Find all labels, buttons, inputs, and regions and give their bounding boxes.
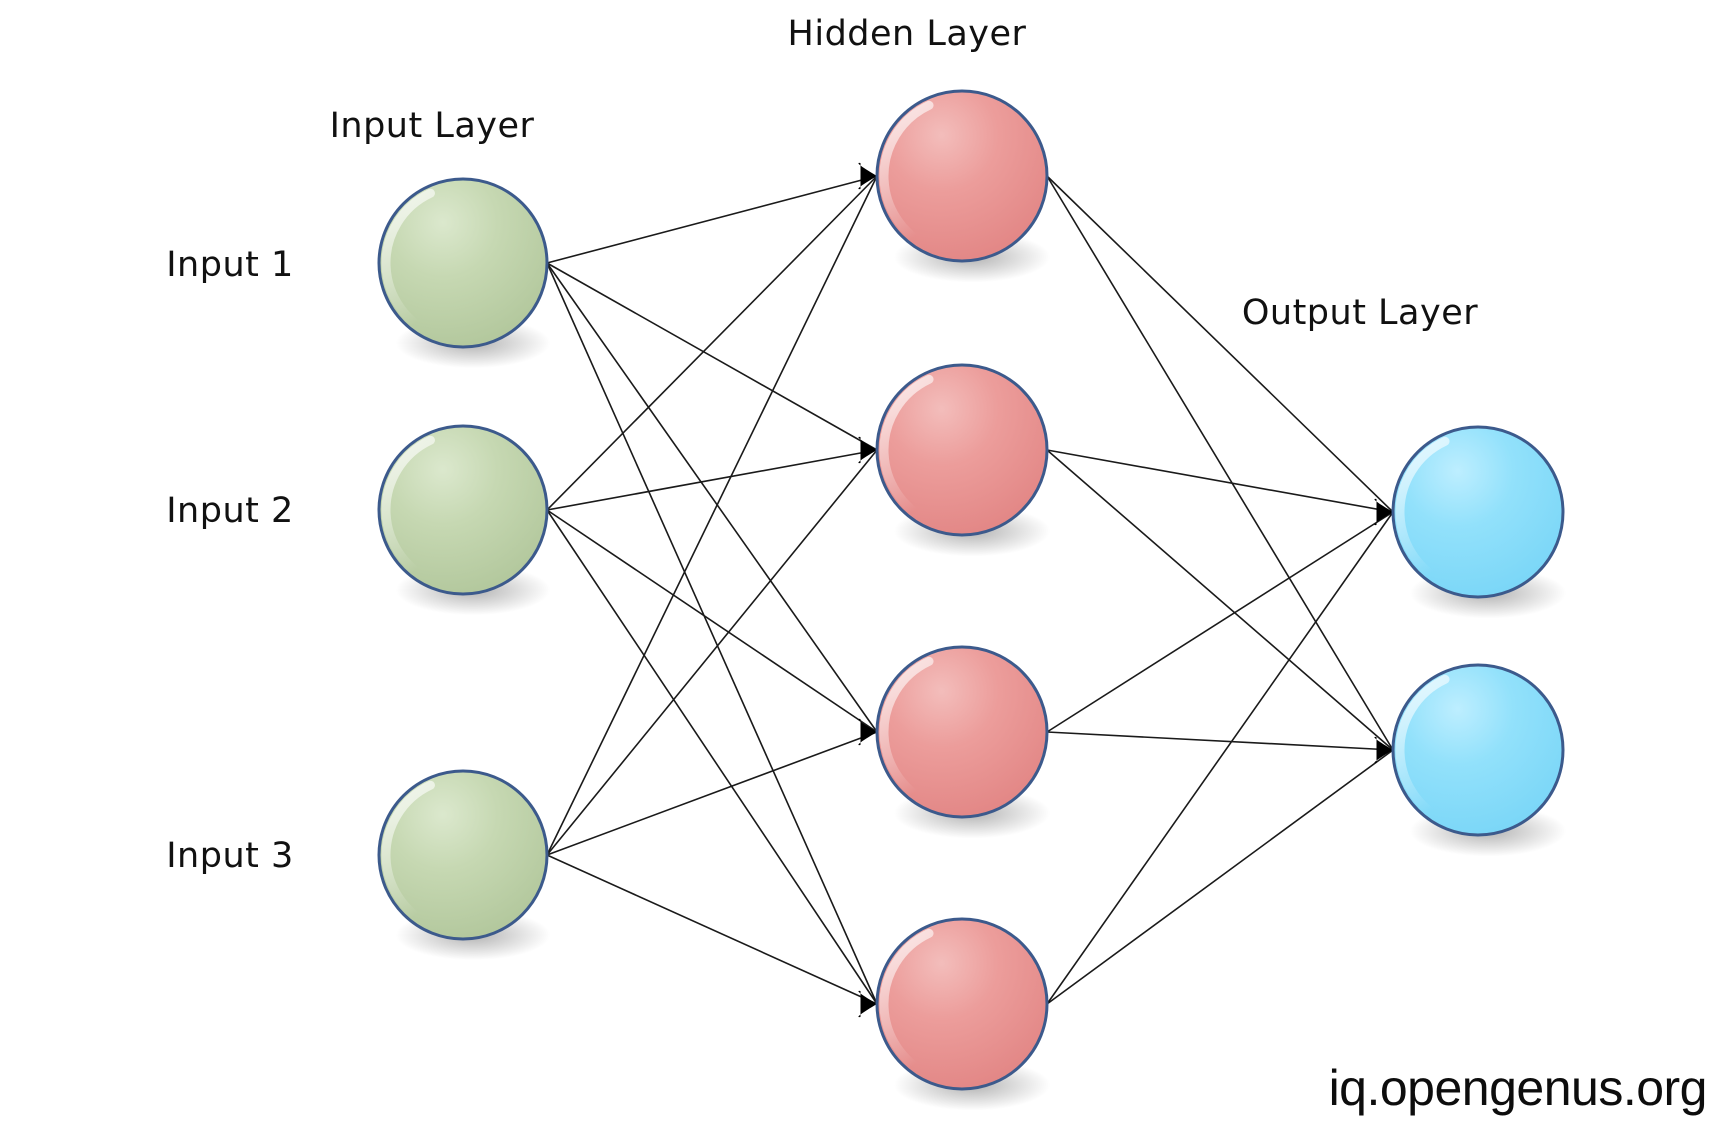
arrowhead-icon bbox=[1374, 736, 1393, 764]
node-h4[interactable] bbox=[875, 917, 1051, 1111]
connection-edge bbox=[546, 509, 878, 733]
node-highlight bbox=[381, 780, 442, 932]
input-label-2: Input 2 bbox=[166, 491, 294, 531]
node-circle[interactable] bbox=[377, 177, 549, 349]
edges-group bbox=[546, 175, 1394, 1005]
node-circle[interactable] bbox=[1391, 425, 1565, 599]
node-highlight bbox=[879, 100, 940, 254]
connection-edge bbox=[1046, 749, 1394, 1005]
node-h2[interactable] bbox=[875, 363, 1051, 557]
node-circle[interactable] bbox=[377, 424, 549, 596]
arrowhead-icon bbox=[858, 162, 877, 190]
connection-edge bbox=[1046, 449, 1394, 751]
connection-edge bbox=[1046, 449, 1394, 513]
arrowheads-group bbox=[858, 162, 1393, 1018]
node-highlight bbox=[381, 435, 442, 587]
watermark: iq.opengenus.org bbox=[1328, 1060, 1708, 1116]
nodes-group bbox=[377, 89, 1567, 1111]
connection-edge bbox=[546, 262, 878, 733]
node-i3[interactable] bbox=[377, 769, 551, 961]
layer-title-output: Output Layer bbox=[1241, 293, 1479, 333]
node-highlight bbox=[381, 188, 442, 340]
arrowhead-icon bbox=[858, 990, 877, 1018]
node-highlight bbox=[1395, 436, 1456, 590]
node-circle[interactable] bbox=[875, 917, 1049, 1091]
connection-edge bbox=[546, 175, 878, 511]
connection-edge bbox=[546, 262, 878, 451]
input-label-1: Input 1 bbox=[166, 245, 294, 285]
node-circle[interactable] bbox=[875, 89, 1049, 263]
node-o2[interactable] bbox=[1391, 663, 1567, 857]
arrowhead-icon bbox=[1374, 498, 1393, 526]
arrowhead-icon bbox=[858, 436, 877, 464]
node-circle[interactable] bbox=[875, 363, 1049, 537]
connection-edge bbox=[546, 854, 878, 1005]
connection-edge bbox=[1046, 175, 1394, 751]
connection-edge bbox=[1046, 731, 1394, 751]
node-highlight bbox=[879, 656, 940, 810]
node-h3[interactable] bbox=[875, 645, 1051, 839]
node-i2[interactable] bbox=[377, 424, 551, 616]
connection-edge bbox=[546, 262, 878, 1005]
connection-edge bbox=[546, 731, 878, 856]
connection-edge bbox=[1046, 511, 1394, 733]
connection-edge bbox=[546, 175, 878, 264]
arrowhead-icon bbox=[858, 718, 877, 746]
connection-edge bbox=[1046, 175, 1394, 513]
connection-edge bbox=[546, 449, 878, 511]
input-label-3: Input 3 bbox=[166, 836, 294, 876]
layer-title-hidden: Hidden Layer bbox=[787, 14, 1027, 54]
node-highlight bbox=[879, 928, 940, 1082]
node-h1[interactable] bbox=[875, 89, 1051, 283]
connection-edge bbox=[546, 509, 878, 1005]
node-circle[interactable] bbox=[377, 769, 549, 941]
connection-edge bbox=[546, 175, 878, 856]
connection-edge bbox=[1046, 511, 1394, 1005]
connection-edge bbox=[546, 449, 878, 856]
node-highlight bbox=[1395, 674, 1456, 828]
node-i1[interactable] bbox=[377, 177, 551, 369]
node-o1[interactable] bbox=[1391, 425, 1567, 619]
node-circle[interactable] bbox=[1391, 663, 1565, 837]
node-highlight bbox=[879, 374, 940, 528]
node-circle[interactable] bbox=[875, 645, 1049, 819]
layer-title-input: Input Layer bbox=[329, 106, 535, 146]
